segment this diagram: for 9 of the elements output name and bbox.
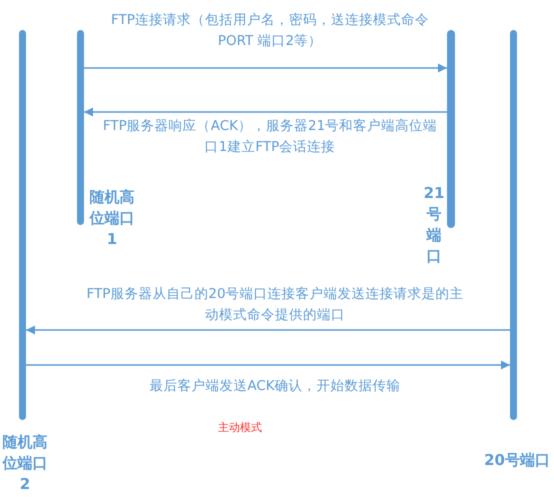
port-label: 20号端口 <box>483 450 551 471</box>
port-label: 21号端口 <box>423 183 445 267</box>
arrow <box>26 326 510 334</box>
arrow <box>84 108 447 116</box>
port-label: 随机高位端口1 <box>89 187 135 250</box>
caption-note: 主动模式 <box>217 420 263 435</box>
arrow <box>26 360 510 370</box>
port-label: 随机高位端口2 <box>2 432 48 495</box>
arrow <box>84 64 447 72</box>
